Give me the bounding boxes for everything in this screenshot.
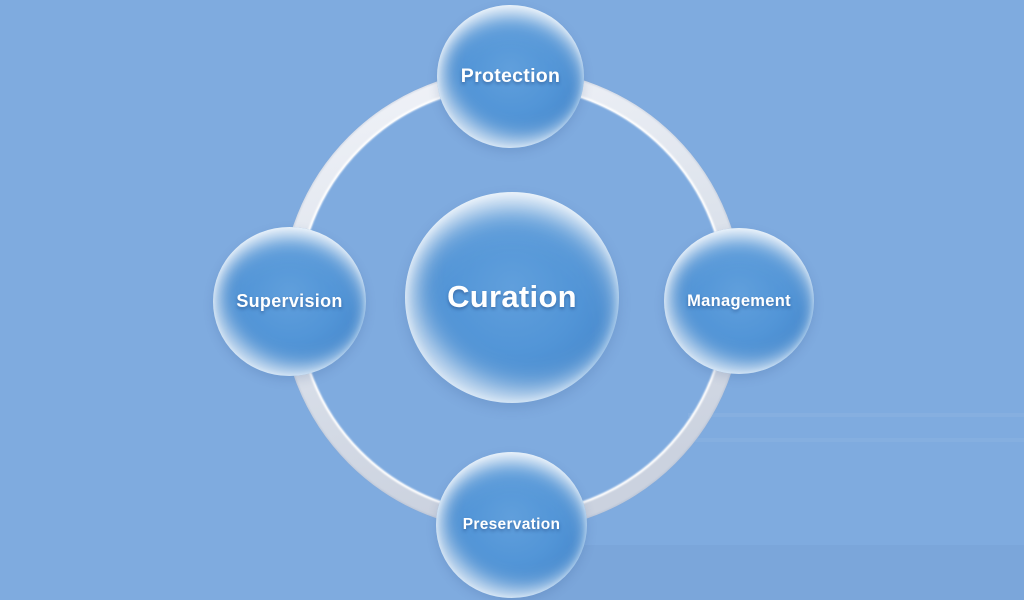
- node-label-management: Management: [687, 291, 791, 310]
- node-curation-center: Curation: [405, 192, 619, 403]
- node-supervision: Supervision: [213, 227, 366, 376]
- node-preservation: Preservation: [436, 452, 587, 598]
- node-label-protection: Protection: [460, 64, 561, 87]
- node-label-curation: Curation: [447, 279, 577, 315]
- node-protection: Protection: [437, 5, 584, 148]
- node-label-supervision: Supervision: [236, 290, 343, 311]
- node-label-preservation: Preservation: [462, 516, 561, 534]
- node-management: Management: [664, 228, 814, 374]
